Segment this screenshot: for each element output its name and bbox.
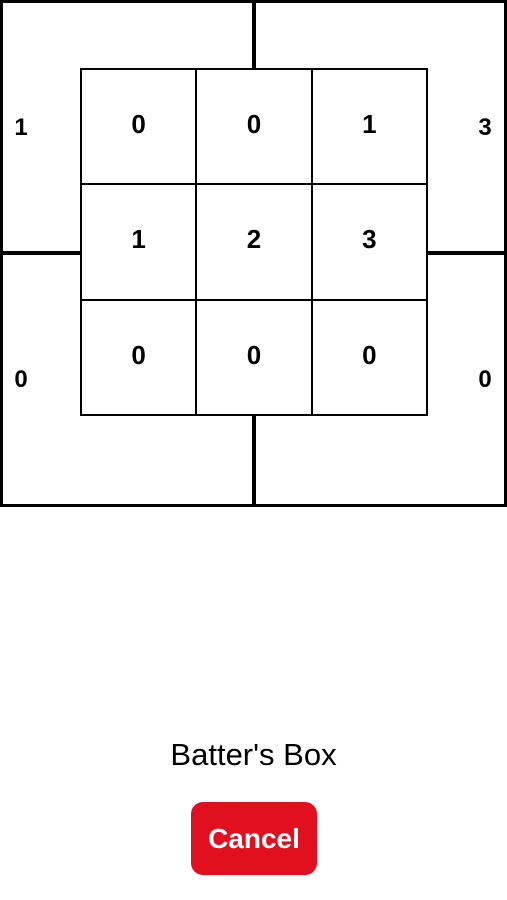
zone-cell-2[interactable]: 0 <box>196 69 312 185</box>
zone-cell-7[interactable]: 0 <box>81 299 197 415</box>
outer-zone-top-left[interactable]: 1 <box>3 3 39 253</box>
batters-box-label: Batter's Box <box>170 737 337 772</box>
cancel-button[interactable]: Cancel <box>191 802 317 875</box>
outer-zone-bottom-left[interactable]: 0 <box>3 255 39 505</box>
zone-cell-count: 0 <box>131 109 146 140</box>
outer-zone-count: 0 <box>478 366 492 393</box>
zone-cell-count: 0 <box>362 339 377 370</box>
zone-cell-count: 0 <box>246 339 262 370</box>
outer-zone-count: 3 <box>478 114 492 141</box>
zone-cell-count: 0 <box>246 109 262 140</box>
outer-divider-left <box>0 251 82 255</box>
outer-zone-count: 0 <box>14 366 28 393</box>
zone-cell-3[interactable]: 1 <box>311 69 427 185</box>
outer-divider-right <box>427 251 507 255</box>
zone-cell-count: 0 <box>131 339 146 370</box>
zone-cell-4[interactable]: 1 <box>81 184 197 300</box>
outer-zone-top-right[interactable]: 3 <box>466 3 504 253</box>
outer-divider-bottom <box>252 414 256 507</box>
zone-cell-1[interactable]: 0 <box>81 69 197 185</box>
zone-cell-8[interactable]: 0 <box>196 299 312 415</box>
zone-cell-count: 1 <box>362 109 377 140</box>
zone-cell-9[interactable]: 0 <box>311 299 427 415</box>
outer-zone-bottom-right[interactable]: 0 <box>466 255 504 505</box>
zone-cell-6[interactable]: 3 <box>311 184 427 300</box>
zone-cell-count: 1 <box>131 224 146 255</box>
strike-zone-grid: 0 0 1 1 2 3 0 0 0 <box>80 68 428 416</box>
zone-cell-count: 2 <box>246 224 262 255</box>
outer-zone-count: 1 <box>14 114 28 141</box>
outer-divider-top <box>252 0 256 70</box>
pitch-zone-chart: 1 3 0 0 0 0 1 1 2 3 0 0 0 <box>0 0 507 507</box>
zone-cell-5[interactable]: 2 <box>196 184 312 300</box>
zone-cell-count: 3 <box>362 224 377 255</box>
